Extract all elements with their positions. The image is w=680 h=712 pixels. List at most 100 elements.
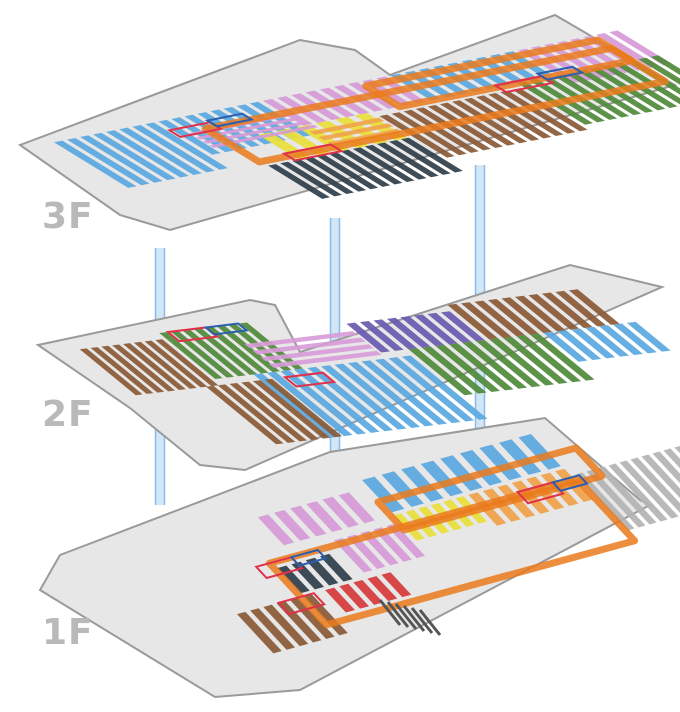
rack-row: [280, 161, 342, 197]
rack-row: [364, 144, 427, 180]
rack-row: [133, 341, 197, 389]
rack-row: [379, 114, 455, 158]
rack-row: [528, 294, 580, 330]
rack-row: [80, 135, 163, 183]
zone-marker-red: [515, 481, 566, 505]
rack-row: [401, 137, 463, 173]
floor-label-2f: 2F: [42, 394, 94, 435]
rack-row: [347, 534, 386, 569]
zone-marker-blue: [204, 112, 255, 128]
rack-row: [489, 338, 555, 386]
rack-row: [413, 314, 458, 345]
rack-row: [440, 455, 483, 491]
zone-marker-blue: [550, 474, 589, 492]
rack-row: [427, 312, 472, 343]
floor-1f-plate: [38, 416, 653, 699]
rack-row: [650, 55, 680, 75]
rack-row: [512, 88, 588, 132]
dock-door: [394, 603, 418, 630]
zone-marker-red: [166, 121, 224, 138]
rack-row: [339, 583, 370, 609]
rack-row: [439, 102, 516, 146]
rack-row: [599, 325, 643, 356]
dock-door: [378, 599, 402, 626]
rack-row: [353, 579, 384, 605]
rack-row: [487, 299, 539, 335]
rack-row: [309, 117, 385, 135]
rack-row: [252, 380, 331, 439]
rack-row: [663, 448, 680, 469]
rack-row: [476, 95, 552, 139]
rack-row: [216, 325, 280, 373]
rack-row: [292, 159, 355, 195]
rack-row: [518, 433, 561, 470]
rack-row: [626, 321, 671, 352]
rack-row: [53, 140, 137, 188]
rack-row: [170, 330, 235, 378]
rack-row: [420, 460, 464, 497]
rack-row: [340, 149, 403, 185]
rack-row: [252, 337, 366, 355]
rack-row: [320, 365, 407, 430]
rack-row: [90, 347, 154, 394]
rack-row: [464, 97, 540, 141]
rack-row: [328, 152, 391, 187]
material-flow-route: [374, 444, 606, 534]
rack-row: [305, 557, 339, 586]
rack-row: [373, 527, 412, 562]
rack-row: [274, 509, 311, 541]
rack-row: [322, 496, 359, 528]
rack-row: [352, 147, 415, 183]
rack-row: [290, 505, 327, 537]
zone-marker-red: [281, 143, 345, 162]
rack-row: [557, 330, 602, 361]
rack-row: [93, 132, 176, 181]
rack-row: [403, 109, 479, 153]
zone-marker-red: [492, 75, 556, 94]
floor-2f: [35, 263, 671, 472]
rack-row: [381, 471, 424, 507]
rack-row: [386, 523, 426, 559]
rack-row: [210, 109, 273, 145]
rack-row: [145, 122, 228, 170]
rack-row: [106, 130, 189, 178]
rack-row: [367, 576, 398, 601]
rack-row: [541, 292, 593, 329]
rack-row: [360, 530, 399, 566]
material-flow-route: [362, 36, 635, 111]
rack-row: [346, 322, 391, 353]
rack-row: [193, 328, 258, 375]
rack-row: [386, 317, 431, 348]
rack-row: [474, 300, 526, 337]
rack-row: [641, 454, 680, 498]
rack-row: [373, 319, 418, 350]
rack-row: [197, 112, 260, 147]
rack-row: [462, 341, 528, 389]
rack-row: [597, 466, 657, 525]
zone-marker-red: [254, 556, 304, 580]
rack-row: [479, 444, 522, 481]
floor-label-1f: 1F: [42, 612, 94, 653]
rack-row: [448, 343, 514, 391]
rack-row: [652, 451, 680, 484]
rack-row: [268, 350, 382, 368]
rack-row: [440, 311, 485, 342]
zone-marker-blue: [535, 65, 585, 81]
rack-row: [289, 597, 335, 639]
floor-label-3f: 3F: [42, 196, 94, 237]
rack-row: [268, 164, 330, 199]
rack-row: [112, 344, 176, 392]
rack-row: [401, 355, 488, 420]
rack-row: [400, 316, 445, 346]
rack-row: [362, 476, 405, 513]
rack-row: [415, 107, 491, 151]
zone-marker-blue: [289, 548, 328, 567]
rack-row: [388, 357, 475, 422]
rack-row: [334, 363, 421, 428]
rack-row: [206, 385, 284, 445]
rack-row: [447, 303, 499, 340]
rack-row: [202, 120, 312, 144]
dock-door: [402, 605, 426, 632]
rack-row: [209, 124, 318, 148]
